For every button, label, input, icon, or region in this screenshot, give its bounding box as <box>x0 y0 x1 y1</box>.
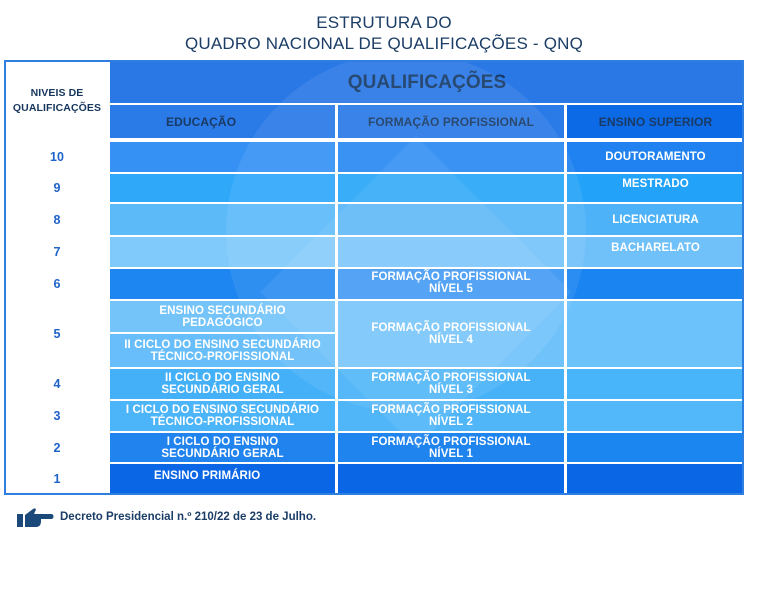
level-10: 10 <box>6 142 108 172</box>
level-4: 4 <box>6 369 108 399</box>
formacao-level-2-line-2: NÍVEL 1 <box>429 447 473 460</box>
superior-level-5 <box>567 301 742 367</box>
formacao-level-8 <box>338 204 564 235</box>
superior-level-10: DOUTORAMENTO <box>567 142 742 172</box>
level-1: 1 <box>6 464 108 493</box>
superior-level-9: MESTRADO <box>567 174 742 202</box>
educacao-level-9 <box>110 174 335 202</box>
formacao-level-6: FORMAÇÃO PROFISSIONAL NÍVEL 5 <box>338 269 564 299</box>
formacao-level-5-line-2: NÍVEL 4 <box>429 334 473 346</box>
levels-header-line-2: QUALIFICAÇÕES <box>12 102 102 114</box>
educacao-level-5b-line-1: II CICLO DO ENSINO SECUNDÁRIO <box>124 338 321 351</box>
level-8: 8 <box>6 204 108 235</box>
superior-level-4 <box>567 369 742 399</box>
level-3: 3 <box>6 401 108 431</box>
decree-text: Decreto Presidencial n.º 210/22 de 23 de… <box>60 511 317 523</box>
educacao-level-5a-line-2: PEDAGÓGICO <box>182 316 263 329</box>
superior-level-6 <box>567 269 742 299</box>
superior-level-2 <box>567 433 742 462</box>
level-9: 9 <box>6 174 108 202</box>
level-7: 7 <box>6 237 108 267</box>
formacao-level-3: FORMAÇÃO PROFISSIONAL NÍVEL 2 <box>338 401 564 431</box>
formacao-level-4: FORMAÇÃO PROFISSIONAL NÍVEL 3 <box>338 369 564 399</box>
formacao-level-3-line-1: FORMAÇÃO PROFISSIONAL <box>371 404 531 416</box>
formacao-level-10 <box>338 142 564 172</box>
title-line-1: ESTRUTURA DO <box>316 13 452 32</box>
level-2: 2 <box>6 433 108 462</box>
formacao-level-4-line-2: NÍVEL 3 <box>429 384 473 396</box>
pointing-hand-icon <box>17 508 54 527</box>
column-header-educacao: EDUCAÇÃO <box>110 105 335 138</box>
formacao-level-9 <box>338 174 564 202</box>
educacao-level-5b-line-2: TÉCNICO-PROFISSIONAL <box>150 350 295 363</box>
formacao-level-3-line-2: NÍVEL 2 <box>429 416 473 428</box>
educacao-level-3-line-1: I CICLO DO ENSINO SECUNDÁRIO <box>125 404 320 416</box>
page-title: ESTRUTURA DO QUADRO NACIONAL DE QUALIFIC… <box>0 12 768 54</box>
superior-level-3 <box>567 401 742 431</box>
superior-level-1 <box>567 464 742 493</box>
educacao-level-4: II CICLO DO ENSINO SECUNDÁRIO GERAL <box>110 369 335 399</box>
formacao-level-4-line-1: FORMAÇÃO PROFISSIONAL <box>371 372 531 384</box>
formacao-level-2-line-1: FORMAÇÃO PROFISSIONAL <box>371 435 531 448</box>
footer-note: Decreto Presidencial n.º 210/22 de 23 de… <box>16 506 316 528</box>
formacao-level-7 <box>338 237 564 267</box>
formacao-level-1 <box>338 464 564 493</box>
educacao-level-5-pedagogico: ENSINO SECUNDÁRIO PEDAGÓGICO <box>110 301 335 332</box>
formacao-level-6-line-2: NÍVEL 5 <box>429 283 473 295</box>
educacao-level-4-line-2: SECUNDÁRIO GERAL <box>161 384 284 396</box>
formacao-level-2: FORMAÇÃO PROFISSIONAL NÍVEL 1 <box>338 433 564 462</box>
educacao-level-6 <box>110 269 335 299</box>
formacao-level-5-line-1: FORMAÇÃO PROFISSIONAL <box>371 322 531 334</box>
educacao-level-2-line-1: I CICLO DO ENSINO <box>166 435 279 448</box>
level-6: 6 <box>6 269 108 299</box>
superior-level-8: LICENCIATURA <box>567 204 742 235</box>
formacao-level-5: FORMAÇÃO PROFISSIONAL NÍVEL 4 <box>338 301 564 367</box>
educacao-level-3-line-2: TÉCNICO-PROFISSIONAL <box>150 416 295 428</box>
educacao-level-3: I CICLO DO ENSINO SECUNDÁRIO TÉCNICO-PRO… <box>110 401 335 431</box>
qnq-table: NIVEIS DE QUALIFICAÇÕES QUALIFICAÇÕES ED… <box>4 60 744 495</box>
educacao-level-7 <box>110 237 335 267</box>
levels-header-line-1: NIVEIS DE <box>30 87 84 99</box>
educacao-level-10 <box>110 142 335 172</box>
educacao-level-2: I CICLO DO ENSINO SECUNDÁRIO GERAL <box>110 433 335 462</box>
column-header-formacao: FORMAÇÃO PROFISSIONAL <box>338 105 564 138</box>
qualifications-header: QUALIFICAÇÕES <box>110 62 742 103</box>
title-line-2: QUADRO NACIONAL DE QUALIFICAÇÕES - QNQ <box>184 34 584 53</box>
levels-header: NIVEIS DE QUALIFICAÇÕES <box>6 62 108 140</box>
superior-level-7: BACHARELATO <box>567 237 742 267</box>
formacao-level-6-line-1: FORMAÇÃO PROFISSIONAL <box>371 271 531 283</box>
educacao-level-5-tecnico: II CICLO DO ENSINO SECUNDÁRIO TÉCNICO-PR… <box>110 334 335 367</box>
educacao-level-5a-line-1: ENSINO SECUNDÁRIO <box>159 304 286 317</box>
educacao-level-8 <box>110 204 335 235</box>
educacao-level-2-line-2: SECUNDÁRIO GERAL <box>161 447 284 460</box>
column-header-superior: ENSINO SUPERIOR <box>567 105 742 138</box>
educacao-level-4-line-1: II CICLO DO ENSINO <box>165 372 280 384</box>
level-5: 5 <box>6 301 108 367</box>
educacao-level-1: ENSINO PRIMÁRIO <box>110 464 335 493</box>
